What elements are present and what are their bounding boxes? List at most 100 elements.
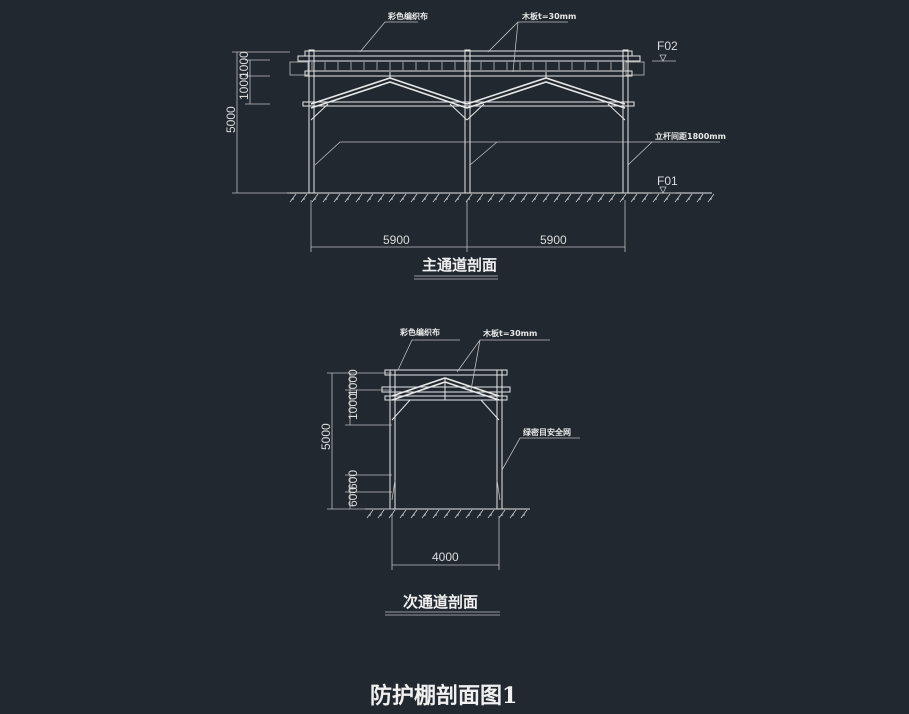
secondary-dim-span: 4000 (432, 550, 459, 564)
main-roof (289, 50, 645, 107)
main-leader-pole-right (627, 141, 653, 166)
ground-hatch-stroke (344, 193, 352, 203)
ground-hatch-stroke (476, 193, 484, 203)
ground-hatch-stroke (399, 193, 407, 203)
ground-hatch-dot (479, 514, 481, 516)
ground-hatch-dot (688, 198, 690, 200)
ground-hatch-stroke (311, 193, 319, 203)
ground-hatch-dot (655, 198, 657, 200)
ground-hatch-dot (391, 514, 393, 516)
secondary-section: 彩色编织布 木板t=30mm 绿密目安全网 5000 1000 1000 600… (319, 327, 580, 616)
ground-hatch-dot (523, 514, 525, 516)
ground-hatch-dot (545, 198, 547, 200)
main-truss-right-bottom (466, 81, 626, 109)
ground-hatch-dot (303, 198, 305, 200)
ground-hatch-stroke (465, 509, 473, 519)
ground-hatch-stroke (410, 509, 418, 519)
ground-hatch-dot (490, 198, 492, 200)
ground-hatch-dot (314, 198, 316, 200)
ground-hatch-stroke (454, 193, 462, 203)
ground-hatch-dot (567, 198, 569, 200)
main-leader-board-b (512, 21, 519, 73)
ground-hatch-dot (622, 198, 624, 200)
main-truss-left-bottom (310, 81, 468, 109)
ground-hatch-dot (644, 198, 646, 200)
main-roof-top-layer (304, 50, 633, 57)
ground-hatch-stroke (432, 193, 440, 203)
main-leaders (314, 21, 720, 166)
ground-hatch-stroke (707, 193, 715, 203)
secondary-dim-upper-2: 1000 (346, 369, 360, 396)
main-level-top: F02 (652, 39, 678, 62)
main-section-caption: 主通道剖面 (422, 256, 497, 274)
ground-hatch-stroke (597, 193, 605, 203)
ground-hatch-stroke (487, 193, 495, 203)
ground-hatch-dot (413, 514, 415, 516)
main-annotation-board: 木板t=30mm (521, 11, 576, 21)
secondary-leader-net (501, 437, 580, 471)
ground-hatch-stroke (432, 509, 440, 519)
secondary-brace-left (391, 399, 411, 421)
ground-hatch-stroke (476, 509, 484, 519)
ground-hatch-stroke (355, 193, 363, 203)
main-dim-span-left: 5900 (383, 233, 410, 247)
main-vertical-dimensions (232, 51, 290, 194)
ground-hatch-stroke (388, 193, 396, 203)
ground-hatch-dot (413, 198, 415, 200)
ground-hatch-stroke (608, 193, 616, 203)
secondary-post-left (389, 369, 396, 510)
main-roof-cloth-layer (297, 55, 641, 62)
secondary-net-left (391, 479, 396, 501)
main-dim-upper: 1000 (237, 73, 251, 100)
main-section: 彩色编织布 木板t=30mm 立杆间距1800mm F02 F01 5000 1… (224, 11, 726, 280)
ground-hatch-stroke (366, 193, 374, 203)
main-leader-pole-mid (469, 141, 498, 166)
ground-hatch-dot (490, 514, 492, 516)
secondary-leader-board-a (456, 339, 550, 373)
main-dim-height: 5000 (224, 106, 238, 133)
main-dim-span-right: 5900 (540, 233, 567, 247)
ground-hatch-dot (402, 198, 404, 200)
ground-hatch-dot (380, 514, 382, 516)
main-leader-board-a (487, 21, 568, 53)
secondary-net-right (496, 479, 501, 501)
ground-hatch-dot (358, 198, 360, 200)
secondary-leaders (397, 339, 580, 471)
ground-hatch-stroke (377, 509, 385, 519)
ground-hatch-stroke (652, 193, 660, 203)
ground-hatch-dot (523, 198, 525, 200)
ground-hatch-dot (512, 198, 514, 200)
ground-hatch-dot (325, 198, 327, 200)
secondary-roof (381, 369, 511, 501)
secondary-brace-right (480, 399, 500, 421)
ground-hatch-dot (600, 198, 602, 200)
ground-hatch-dot (501, 198, 503, 200)
ground-hatch-dot (710, 198, 712, 200)
ground-hatch-stroke (542, 193, 550, 203)
ground-hatch-dot (424, 514, 426, 516)
main-end-block-right (625, 61, 645, 76)
ground-hatch-stroke (531, 193, 539, 203)
main-tie-beam (302, 101, 635, 107)
secondary-section-caption: 次通道剖面 (403, 593, 478, 611)
main-level-bottom-label: F01 (657, 174, 678, 188)
secondary-post-right (496, 369, 503, 510)
ground-hatch-dot (501, 514, 503, 516)
ground-hatch-stroke (553, 193, 561, 203)
ground-hatch-dot (369, 198, 371, 200)
ground-hatch-stroke (443, 193, 451, 203)
ground-hatch-stroke (289, 193, 297, 203)
ground-hatch-dot (292, 198, 294, 200)
ground-hatch-dot (380, 198, 382, 200)
ground-hatch-stroke (564, 193, 572, 203)
ground-hatch-dot (457, 198, 459, 200)
ground-hatch-stroke (509, 193, 517, 203)
secondary-dim-lower: 600 (346, 487, 360, 507)
ground-hatch-dot (479, 198, 481, 200)
ground-hatch-stroke (333, 193, 341, 203)
secondary-roof-top (384, 369, 508, 376)
ground-hatch-stroke (498, 193, 506, 203)
main-level-bottom-triangle (659, 186, 667, 194)
ground-hatch-dot (435, 514, 437, 516)
